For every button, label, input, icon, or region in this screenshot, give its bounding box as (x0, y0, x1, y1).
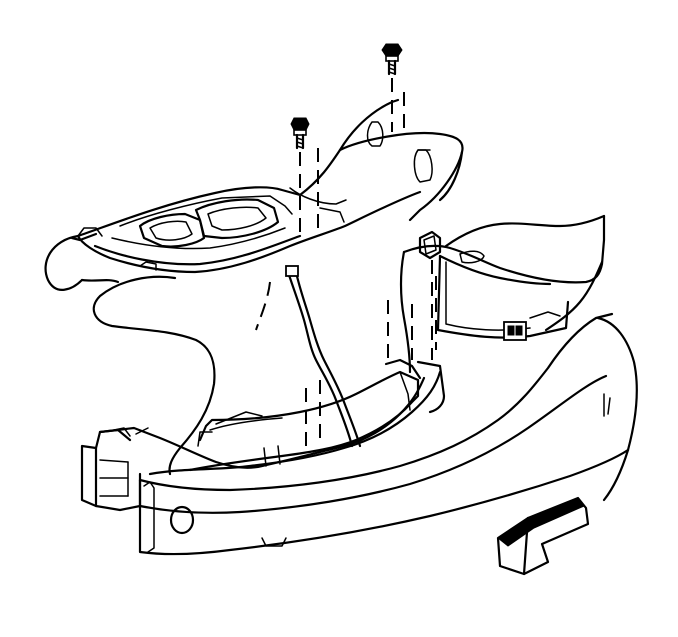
bolt-icon (381, 43, 403, 76)
bolt-alignment-lines-lower (305, 380, 321, 450)
console-base (80, 312, 630, 556)
retainer-clip (418, 230, 442, 360)
mounting-bosses (289, 121, 433, 223)
console-top-bezel (70, 98, 464, 274)
console-right-panel (384, 214, 638, 502)
bolt-icon (290, 117, 310, 150)
cupholder-openings (138, 198, 280, 248)
wiring-harness (285, 265, 362, 448)
console-side-panel (44, 234, 271, 476)
forward-direction-arrow-icon (496, 496, 590, 576)
bezel-tabs (77, 227, 157, 271)
